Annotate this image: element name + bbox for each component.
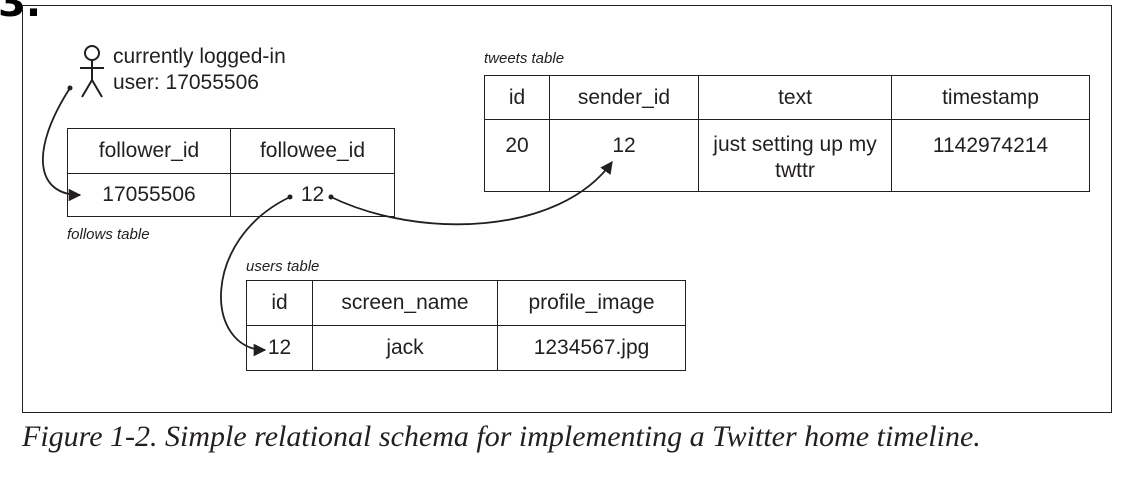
corner-glyph: 3.	[0, 0, 42, 26]
tweets-header-id: id	[484, 75, 550, 120]
follows-cell-follower-id: 17055506	[67, 173, 231, 217]
users-cell-profile-image: 1234567.jpg	[497, 325, 686, 371]
follows-header-follower-id: follower_id	[67, 128, 231, 174]
users-header-id: id	[246, 280, 313, 326]
follows-table-caption: follows table	[67, 226, 150, 243]
diagram-frame	[22, 5, 1112, 413]
user-label: currently logged-in user: 17055506	[113, 44, 286, 96]
tweets-header-sender-id: sender_id	[549, 75, 699, 120]
users-header-profile-image: profile_image	[497, 280, 686, 326]
users-cell-id: 12	[246, 325, 313, 371]
tweets-cell-text: just setting up my twttr	[698, 119, 892, 192]
tweets-header-timestamp: timestamp	[891, 75, 1090, 120]
figure-caption: Figure 1-2. Simple relational schema for…	[22, 420, 981, 453]
tweets-table-caption: tweets table	[484, 50, 565, 67]
users-header-screen-name: screen_name	[312, 280, 498, 326]
follows-table: follower_id followee_id 17055506 12	[67, 128, 395, 217]
tweets-header-text: text	[698, 75, 892, 120]
tweets-table: id sender_id text timestamp 20 12 just s…	[484, 75, 1090, 192]
tweets-cell-id: 20	[484, 119, 550, 192]
users-table-caption: users table	[246, 258, 320, 275]
users-table: id screen_name profile_image 12 jack 123…	[246, 280, 686, 371]
tweets-cell-sender-id: 12	[549, 119, 699, 192]
follows-header-followee-id: followee_id	[230, 128, 395, 174]
user-label-line2: user: 17055506	[113, 71, 259, 94]
tweets-cell-timestamp: 1142974214	[891, 119, 1090, 192]
user-label-line1: currently logged-in	[113, 45, 286, 68]
follows-cell-followee-id: 12	[230, 173, 395, 217]
users-cell-screen-name: jack	[312, 325, 498, 371]
